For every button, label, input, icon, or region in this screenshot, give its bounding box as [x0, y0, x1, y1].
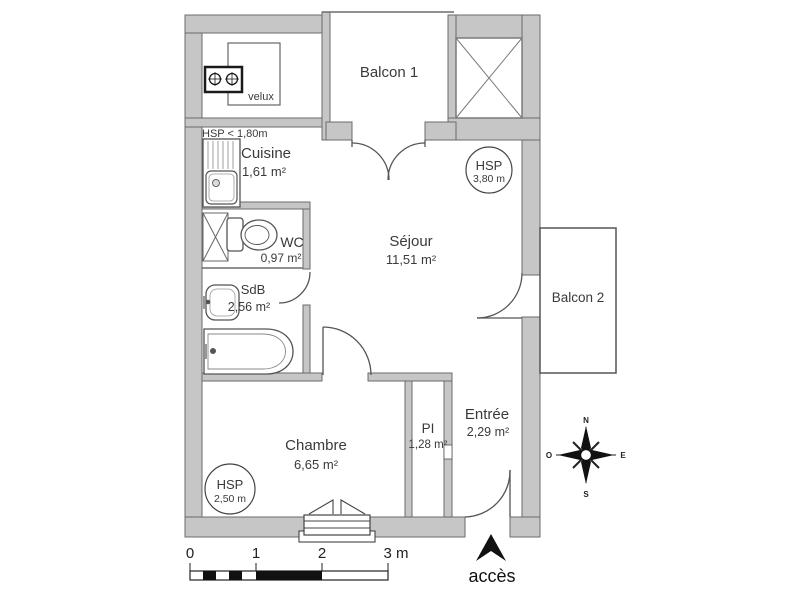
- compass-west-label: O: [546, 451, 552, 460]
- room-label-cuisine: Cuisine: [241, 145, 291, 162]
- sdb-door-arc: [278, 271, 311, 304]
- room-label-sdb: SdB: [241, 282, 266, 297]
- room-area-chambre: 6,65 m²: [294, 457, 339, 472]
- room-area-sdb: 2,56 m²: [228, 300, 270, 314]
- walls: [184, 11, 541, 538]
- wall-left: [184, 14, 203, 538]
- kitchen-sink-icon: [202, 138, 241, 208]
- access-arrow-icon: [476, 534, 506, 561]
- scale-tick-1: 1: [252, 545, 260, 562]
- wall-chambre-top-right: [367, 372, 453, 382]
- access-marker: accès: [468, 534, 516, 586]
- bathtub-icon: [203, 328, 294, 375]
- compass-rose-icon: N S E O: [546, 416, 626, 499]
- compass-north-label: N: [583, 416, 589, 425]
- scale-bar: 0 1 2 3 m: [186, 545, 409, 581]
- room-area-pi: 1,28 m²: [409, 439, 448, 451]
- wall-right-lower: [521, 316, 541, 538]
- wall-pi-left: [404, 380, 413, 518]
- scale-tick-0: 0: [186, 545, 194, 562]
- wall-top-left: [184, 14, 327, 34]
- room-label-balcon1: Balcon 1: [360, 64, 418, 81]
- wall-low-ceiling-boundary: [184, 117, 323, 128]
- bedroom-window-icon: [298, 499, 376, 543]
- wall-frenchdoor-left-stub: [325, 121, 353, 141]
- room-label-wc: WC: [280, 234, 303, 250]
- wall-right-upper: [521, 14, 541, 276]
- toilet-icon: [226, 217, 278, 252]
- balcony1-door-arc: [387, 142, 426, 181]
- room-area-cuisine: 1,61 m²: [242, 164, 287, 179]
- room-label-sejour: Séjour: [389, 233, 432, 250]
- washbasin-icon: [203, 284, 240, 321]
- sejour-door-arc: [322, 326, 372, 376]
- hsp-chambre-value: 2,50 m: [214, 493, 246, 505]
- hsp-chambre-label: HSP: [217, 477, 244, 492]
- doors: [278, 140, 523, 518]
- room-area-entree: 2,29 m²: [467, 425, 509, 439]
- wall-wc-right: [302, 208, 311, 270]
- wall-sdb-right: [302, 304, 311, 382]
- balcony1-door-arc: [351, 142, 390, 181]
- shaft-box: [455, 37, 523, 119]
- wall-frenchdoor-right-stub: [424, 121, 457, 141]
- hsp-badge-chambre: HSP 2,50 m: [204, 463, 256, 515]
- compass-south-label: S: [583, 490, 589, 499]
- hsp-sejour-label: HSP: [476, 158, 503, 173]
- wall-bottom-right: [509, 516, 541, 538]
- room-label-entree: Entrée: [465, 406, 509, 423]
- front-door-arc: [464, 469, 511, 518]
- wall-cuisine-wc-divider: [201, 201, 311, 210]
- balcony2-door-arc: [476, 272, 523, 319]
- low-ceiling-note: HSP < 1,80m: [202, 128, 268, 140]
- compass-east-label: E: [620, 451, 626, 460]
- scale-tick-3: 3 m: [383, 545, 408, 562]
- velux-label: velux: [248, 91, 274, 103]
- balcony2-outline: [539, 227, 617, 374]
- wall-below-shaft: [447, 117, 541, 141]
- pi-door-jamb: [443, 444, 453, 460]
- wall-balcony1-left: [321, 11, 331, 141]
- room-area-wc: 0,97 m²: [261, 251, 302, 265]
- room-label-balcon2: Balcon 2: [552, 290, 605, 305]
- room-label-pi: PI: [422, 421, 435, 436]
- room-label-chambre: Chambre: [285, 437, 347, 454]
- access-label: accès: [468, 566, 515, 586]
- wc-shaft-icon: [202, 212, 229, 262]
- hsp-sejour-value: 3,80 m: [473, 173, 505, 185]
- hsp-badge-sejour: HSP 3,80 m: [465, 146, 513, 194]
- stove-icon: [203, 65, 244, 94]
- scale-tick-2: 2: [318, 545, 326, 562]
- room-area-sejour: 11,51 m²: [386, 252, 437, 267]
